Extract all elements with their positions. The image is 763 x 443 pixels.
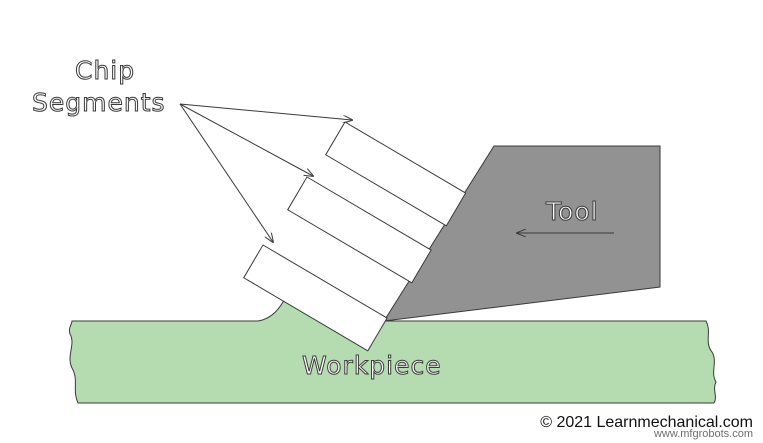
- tool-label: Tool: [545, 197, 599, 226]
- watermark-text: www.mfgrobots.com: [653, 428, 753, 440]
- arrow-to-middle-segment: [179, 103, 313, 176]
- chip-segment-top: [325, 121, 467, 227]
- copyright-text: © 2021 Learnmechanical.com: [540, 414, 753, 431]
- arrow-to-bottom-segment: [179, 103, 273, 242]
- chip-label-line1: Chip: [75, 56, 135, 85]
- chip-label-line2: Segments: [32, 88, 166, 117]
- chip-segment-middle: [287, 176, 432, 284]
- arrow-to-top-segment: [179, 103, 352, 120]
- chip-segment-bottom: [243, 244, 388, 352]
- workpiece-label: Workpiece: [302, 351, 442, 380]
